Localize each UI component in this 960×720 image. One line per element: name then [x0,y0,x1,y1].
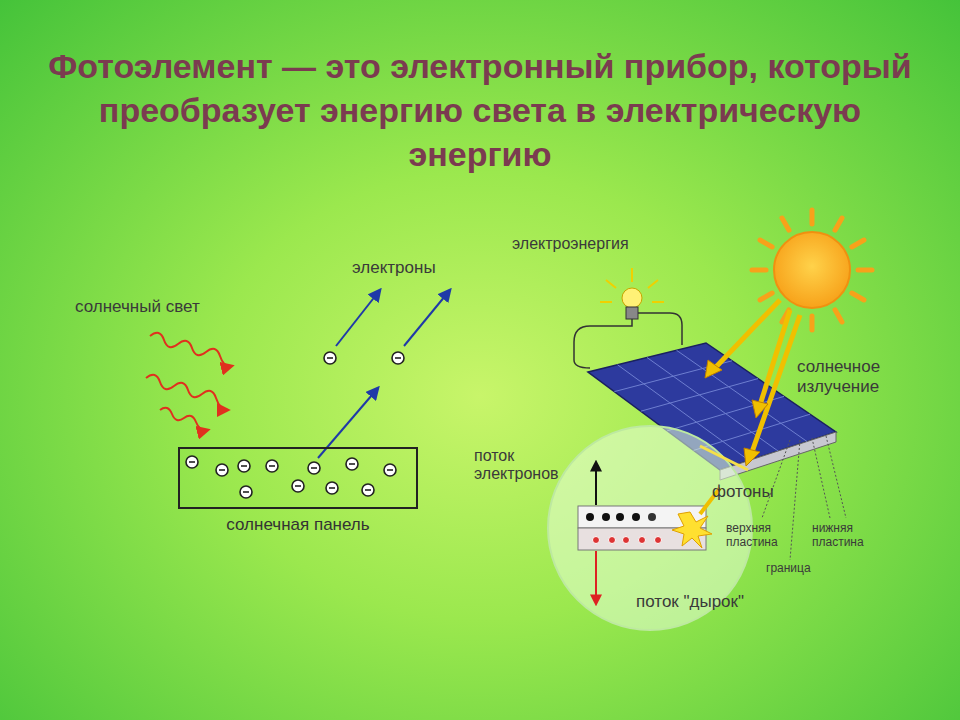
photons-label: фотоны [712,482,774,502]
solar-panel-box: солнечная панель [168,447,428,535]
electrons-label: электроны [352,258,436,278]
hole-flow-label: поток "дырок" [636,592,744,612]
boundary-label: граница [766,562,811,576]
radiation-label: солнечное излучение [797,357,917,396]
electricity-label: электроэнергия [512,235,629,253]
panel-label: солнечная панель [168,515,428,535]
lower-plate-label: нижняя пластина [812,522,884,550]
sunlight-label: солнечный свет [75,297,200,317]
panel-outline [178,447,418,509]
electron-flow-label: поток электронов [474,447,586,484]
upper-plate-label: верхняя пластина [726,522,798,550]
title: Фотоэлемент — это электронный прибор, ко… [40,44,920,177]
